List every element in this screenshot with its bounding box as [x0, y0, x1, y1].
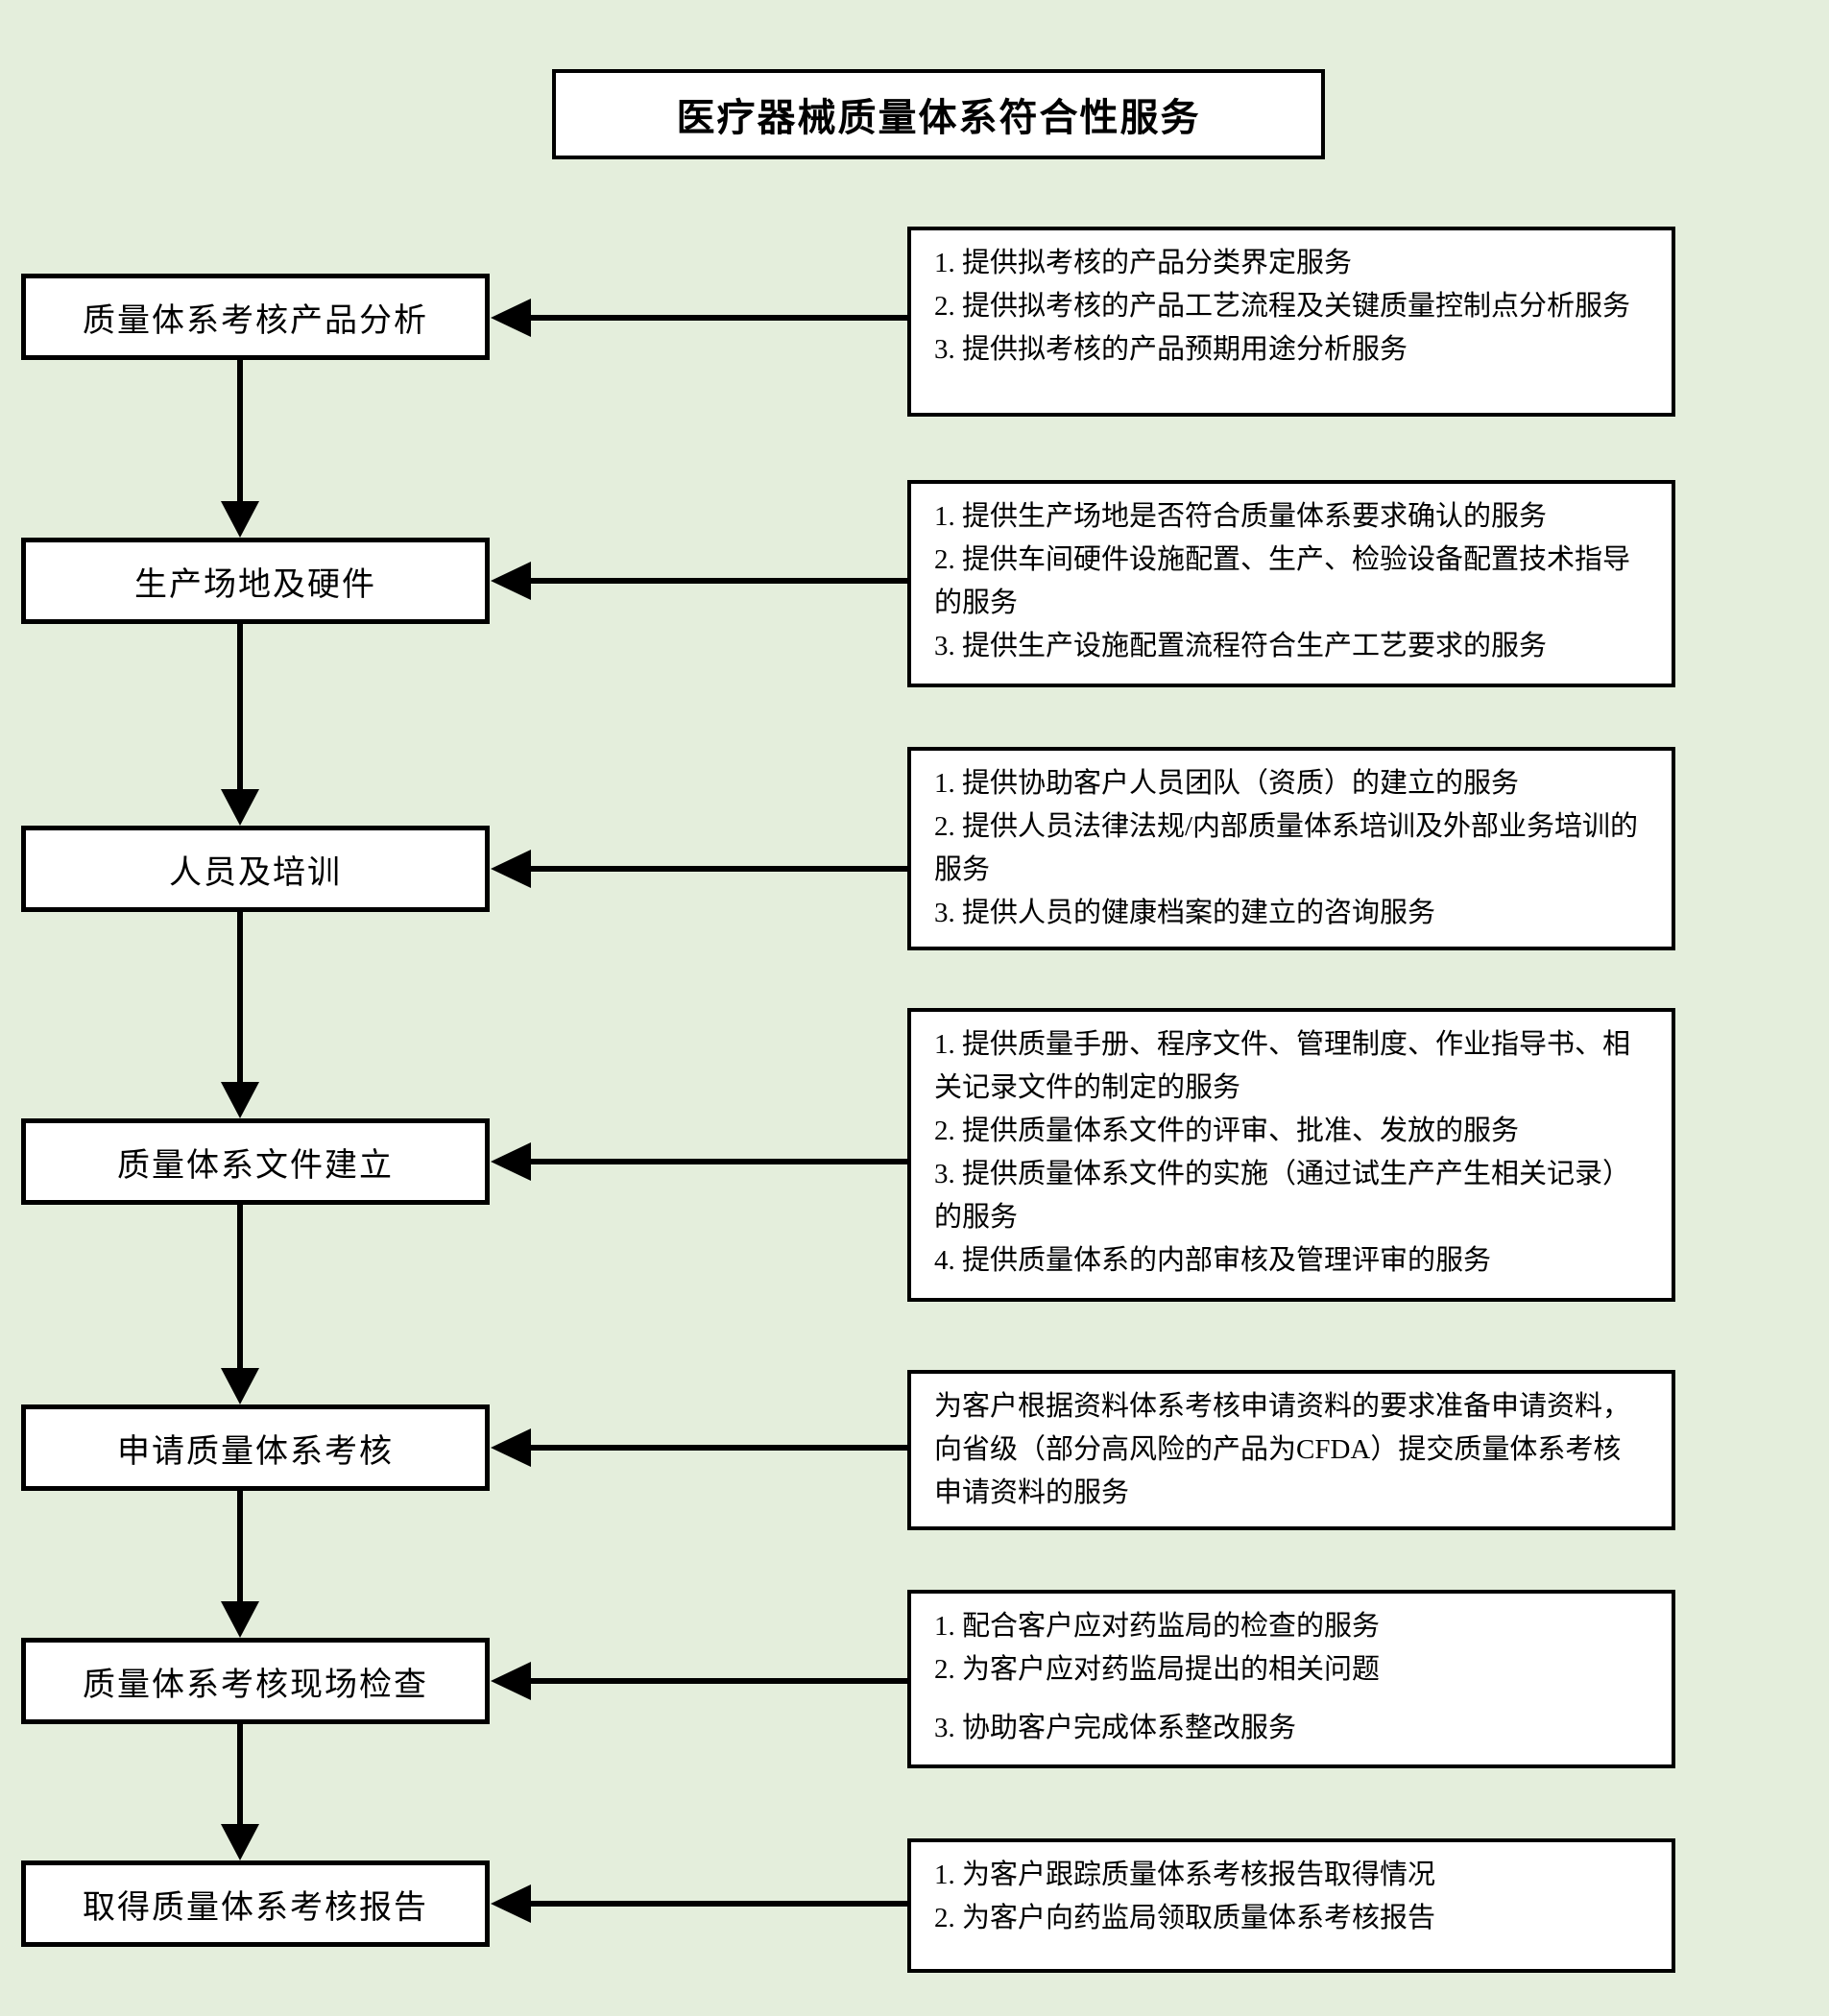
flow-step-label: 质量体系考核现场检查	[83, 1667, 428, 1703]
detail-item: 1. 提供生产场地是否符合质量体系要求确认的服务	[934, 501, 1548, 532]
detail-box-obtain-report: 1. 为客户跟踪质量体系考核报告取得情况 2. 为客户向药监局领取质量体系考核报…	[907, 1838, 1675, 1973]
down-arrow-line	[237, 1724, 243, 1826]
detail-item: 3. 提供拟考核的产品预期用途分析服务	[934, 333, 1408, 365]
left-arrow-head-icon	[491, 562, 531, 600]
flow-step-obtain-report: 取得质量体系考核报告	[21, 1860, 490, 1947]
flow-step-label: 申请质量体系考核	[117, 1433, 394, 1470]
flow-step-label: 质量体系考核产品分析	[83, 302, 428, 339]
left-arrow-head-icon	[491, 1884, 531, 1923]
left-arrow-head-icon	[491, 1142, 531, 1181]
detail-item: 3. 提供生产设施配置流程符合生产工艺要求的服务	[934, 630, 1548, 661]
left-arrow-line	[528, 866, 907, 872]
left-arrow-line	[528, 1901, 907, 1907]
detail-item: 为客户根据资料体系考核申请资料的要求准备申请资料，向省级（部分高风险的产品为CF…	[934, 1391, 1631, 1508]
left-arrow-head-icon	[491, 299, 531, 337]
flow-step-site-hardware: 生产场地及硬件	[21, 538, 490, 624]
down-arrow-head-icon	[221, 1368, 259, 1404]
flow-step-qs-documents: 质量体系文件建立	[21, 1118, 490, 1205]
left-arrow-head-icon	[491, 850, 531, 888]
flow-step-label: 取得质量体系考核报告	[83, 1889, 428, 1926]
detail-item: 2. 提供质量体系文件的评审、批准、发放的服务	[934, 1115, 1520, 1146]
detail-box-apply-assessment: 为客户根据资料体系考核申请资料的要求准备申请资料，向省级（部分高风险的产品为CF…	[907, 1370, 1675, 1530]
down-arrow-line	[237, 624, 243, 791]
detail-item: 2. 为客户应对药监局提出的相关问题	[934, 1653, 1381, 1685]
down-arrow-head-icon	[221, 789, 259, 826]
down-arrow-head-icon	[221, 1824, 259, 1860]
detail-box-personnel-training: 1. 提供协助客户人员团队（资质）的建立的服务 2. 提供人员法律法规/内部质量…	[907, 747, 1675, 950]
flow-step-onsite-inspection: 质量体系考核现场检查	[21, 1638, 490, 1724]
diagram-title: 医疗器械质量体系符合性服务	[552, 69, 1325, 159]
left-arrow-head-icon	[491, 1662, 531, 1700]
down-arrow-head-icon	[221, 1601, 259, 1638]
flow-step-product-analysis: 质量体系考核产品分析	[21, 274, 490, 360]
detail-box-qs-documents: 1. 提供质量手册、程序文件、管理制度、作业指导书、相关记录文件的制定的服务 2…	[907, 1008, 1675, 1302]
down-arrow-line	[237, 912, 243, 1084]
down-arrow-head-icon	[221, 501, 259, 538]
detail-item: 1. 提供协助客户人员团队（资质）的建立的服务	[934, 768, 1520, 799]
flow-step-label: 生产场地及硬件	[134, 566, 376, 603]
detail-item: 2. 为客户向药监局领取质量体系考核报告	[934, 1902, 1436, 1933]
flow-step-personnel-training: 人员及培训	[21, 826, 490, 912]
flow-step-label: 人员及培训	[169, 854, 342, 891]
detail-item: 1. 提供拟考核的产品分类界定服务	[934, 248, 1353, 278]
detail-item: 2. 提供人员法律法规/内部质量体系培训及外部业务培训的服务	[934, 810, 1639, 885]
left-arrow-line	[528, 1445, 907, 1451]
down-arrow-line	[237, 1205, 243, 1370]
down-arrow-head-icon	[221, 1082, 259, 1118]
left-arrow-line	[528, 578, 907, 584]
detail-item: 4. 提供质量体系的内部审核及管理评审的服务	[934, 1244, 1492, 1276]
detail-box-site-hardware: 1. 提供生产场地是否符合质量体系要求确认的服务 2. 提供车间硬件设施配置、生…	[907, 480, 1675, 687]
flow-step-label: 质量体系文件建立	[117, 1147, 394, 1184]
down-arrow-line	[237, 360, 243, 503]
left-arrow-line	[528, 315, 907, 321]
detail-item: 3. 提供质量体系文件的实施（通过试生产产生相关记录）的服务	[934, 1158, 1631, 1233]
left-arrow-line	[528, 1159, 907, 1164]
detail-box-onsite-inspection: 1. 配合客户应对药监局的检查的服务 2. 为客户应对药监局提出的相关问题 3.…	[907, 1590, 1675, 1768]
flow-step-apply-assessment: 申请质量体系考核	[21, 1404, 490, 1491]
left-arrow-line	[528, 1678, 907, 1684]
down-arrow-line	[237, 1491, 243, 1603]
detail-item: 1. 提供质量手册、程序文件、管理制度、作业指导书、相关记录文件的制定的服务	[934, 1029, 1631, 1103]
detail-box-product-analysis: 1. 提供拟考核的产品分类界定服务 2. 提供拟考核的产品工艺流程及关键质量控制…	[907, 227, 1675, 417]
detail-item: 2. 提供拟考核的产品工艺流程及关键质量控制点分析服务	[934, 290, 1631, 322]
detail-item: 2. 提供车间硬件设施配置、生产、检验设备配置技术指导的服务	[934, 543, 1631, 618]
detail-item: 3. 提供人员的健康档案的建立的咨询服务	[934, 897, 1436, 928]
detail-item: 1. 为客户跟踪质量体系考核报告取得情况	[934, 1860, 1436, 1890]
left-arrow-head-icon	[491, 1428, 531, 1467]
detail-item: 3. 协助客户完成体系整改服务	[934, 1712, 1297, 1743]
detail-item: 1. 配合客户应对药监局的检查的服务	[934, 1611, 1381, 1642]
